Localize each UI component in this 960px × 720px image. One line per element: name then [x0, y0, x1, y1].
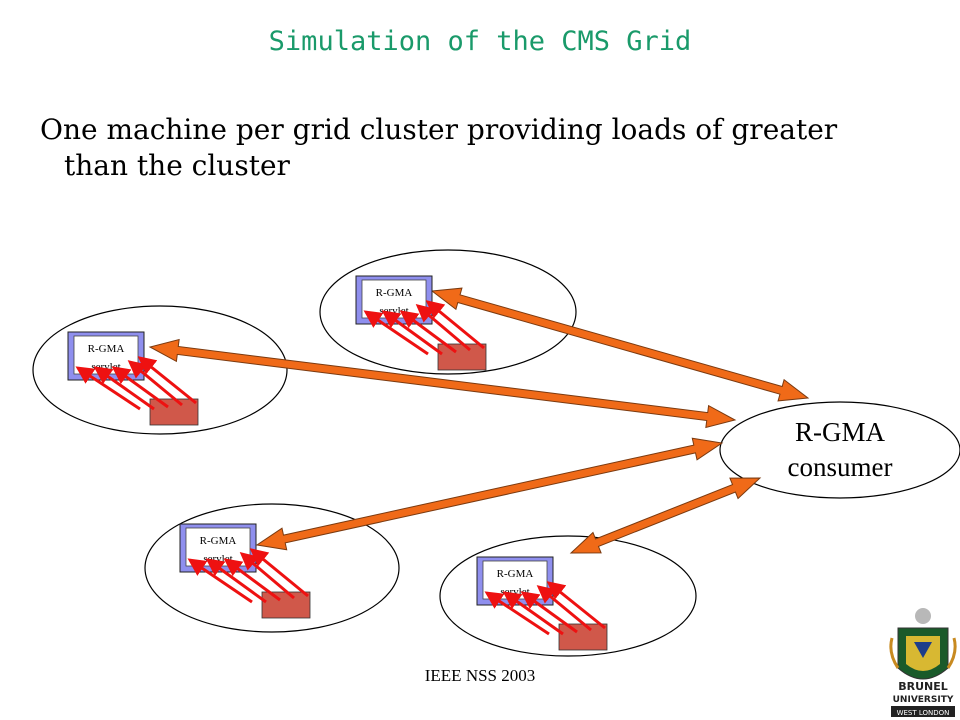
cluster-ellipse: [144, 503, 400, 633]
producer-box: [149, 398, 199, 426]
cluster-ellipse: [319, 249, 577, 375]
servlet-label-line1: R-GMA: [376, 287, 413, 299]
double-arrow: [430, 287, 810, 402]
servlet-label-line1: R-GMA: [497, 568, 534, 580]
red-arrow: [93, 366, 155, 411]
red-arrow: [425, 300, 485, 350]
bullet-line-1: One machine per grid cluster providing l…: [40, 113, 838, 146]
red-arrow: [205, 558, 267, 604]
red-arrow: [381, 310, 443, 356]
bullet-line-2: than the cluster: [64, 149, 290, 182]
red-arrow: [223, 558, 281, 602]
red-arrow: [502, 591, 564, 636]
logo-text-line2: UNIVERSITY: [893, 695, 954, 705]
orange-arrows: [148, 287, 810, 554]
producer-box: [558, 623, 608, 651]
red-arrow: [546, 581, 606, 630]
red-arrow: [249, 548, 309, 598]
red-arrow: [75, 366, 141, 411]
consumer-label-line1: R-GMA: [795, 417, 886, 447]
producer-box: [437, 343, 487, 371]
red-arrow: [111, 366, 169, 409]
double-arrow: [255, 437, 724, 551]
logo-text-line1: BRUNEL: [898, 680, 948, 693]
red-arrow: [484, 591, 550, 636]
cluster-ellipse: [439, 535, 697, 657]
logo-text-line3: WEST LONDON: [897, 709, 950, 717]
producer-box: [261, 591, 311, 619]
red-arrow: [187, 558, 253, 604]
servlet-label-line1: R-GMA: [200, 535, 237, 547]
footer-text: IEEE NSS 2003: [424, 666, 536, 685]
double-arrow: [569, 477, 762, 554]
consumer-ellipse: [719, 401, 960, 499]
red-arrow: [137, 356, 197, 405]
red-arrow: [399, 310, 457, 354]
slide-title: Simulation of the CMS Grid: [268, 26, 692, 57]
cluster-ellipse: [32, 305, 288, 435]
double-arrow: [148, 338, 737, 429]
red-arrow: [520, 591, 578, 634]
brunel-university-logo: BRUNEL UNIVERSITY WEST LONDON: [889, 608, 957, 717]
servlet-label-line1: R-GMA: [88, 343, 125, 355]
red-arrow: [363, 310, 429, 356]
bullet-text: One machine per grid cluster providing l…: [40, 112, 860, 184]
consumer-label-line2: consumer: [788, 452, 893, 482]
